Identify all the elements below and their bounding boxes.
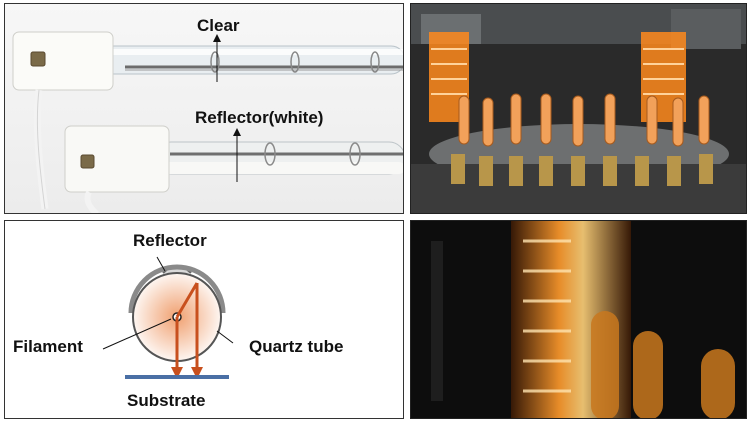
reflector-label: Reflector (133, 231, 207, 250)
reflector-white-label: Reflector(white) (195, 108, 324, 127)
lamp-cross-section-diagram: Reflector Filament Quartz tube Substrate (4, 220, 404, 419)
heating-illustration (411, 221, 746, 418)
substrate-bar (125, 375, 229, 379)
lamps-illustration (12, 31, 403, 213)
reflected-rays (175, 282, 199, 371)
quartz-tube-label: Quartz tube (249, 337, 344, 356)
heated-preforms-photo (410, 220, 747, 419)
preforms (458, 93, 710, 147)
machine-illustration (411, 4, 746, 213)
brass-fittings (451, 154, 713, 186)
quartz-lamps-photo: Clear Reflector(white) (4, 3, 404, 214)
preform-heating-machine-photo (410, 3, 747, 214)
reflector-coating (128, 264, 226, 314)
substrate-label: Substrate (127, 391, 206, 410)
clear-label: Clear (197, 16, 240, 35)
glowing-preforms (591, 311, 735, 418)
lower-ceramic-cap (64, 125, 170, 193)
filament-label: Filament (13, 337, 83, 356)
cross-section-drawing (102, 256, 234, 379)
upper-ceramic-cap (12, 31, 114, 91)
